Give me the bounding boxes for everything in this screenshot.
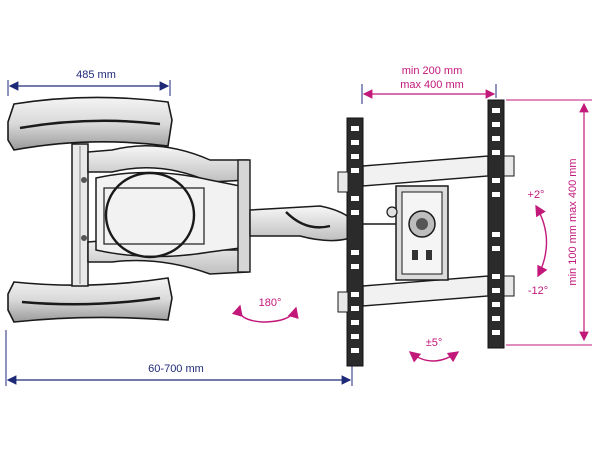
wall-plate [7,96,173,323]
tv-bracket [337,99,515,367]
dimension-arm-extension: 60-700 mm [5,330,353,386]
rotation-angle-label: ±5° [426,337,443,349]
arm-extension-label: 60-700 mm [148,363,204,375]
dimension-vesa-horizontal: min 200 mm max 400 mm [361,65,497,104]
dimension-vesa-vertical: min 100 mm max 400 mm [506,99,592,346]
arm-elbow [237,159,251,273]
swivel-angle-label: 180° [259,297,282,309]
dimension-wall-plate-width: 485 mm [7,69,171,96]
wall-plate-width-label: 485 mm [76,69,116,81]
tv-crossbar-top [362,155,489,187]
tv-rail-left [337,117,364,367]
tilt-up-label: +2° [528,189,545,201]
swivel-indicator: 180° [231,297,299,323]
vesa-max-horizontal-label: max 400 mm [400,79,464,91]
wall-plate-top [7,96,173,151]
tilt-indicator: +2° -12° [528,189,549,297]
vesa-vertical-label: min 100 mm max 400 mm [567,158,579,285]
tv-rail-right [487,99,515,349]
wall-plate-bottom [7,277,173,323]
vesa-min-horizontal-label: min 200 mm [402,65,463,77]
arm-assembly [81,145,351,275]
tilt-down-label: -12° [528,285,548,297]
rotation-indicator: ±5° [408,337,460,363]
